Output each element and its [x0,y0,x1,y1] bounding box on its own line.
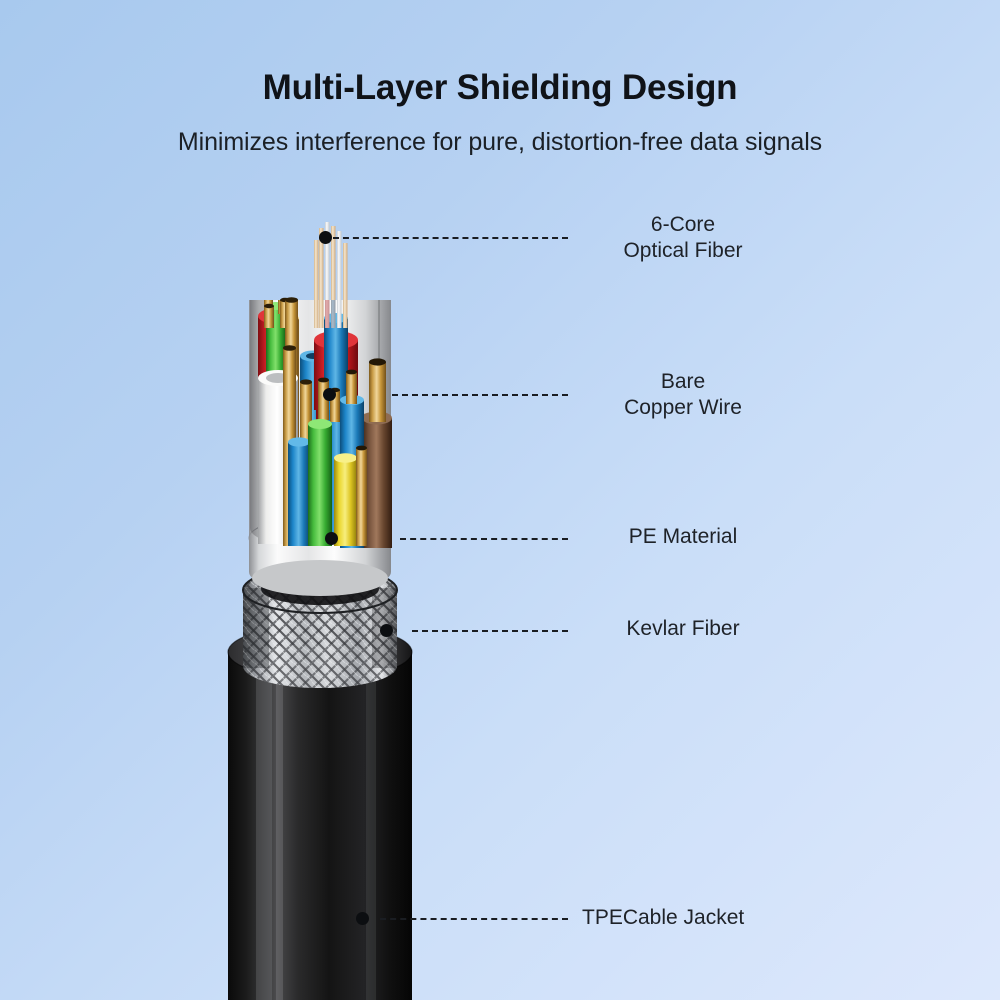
wire-green-front-lower [308,419,332,546]
callout-dot-pe-material [325,532,338,545]
callout-leader-optical-fiber [333,237,568,239]
wire-blue-front-lower [288,437,310,546]
callout-label-optical-fiber: 6-Core Optical Fiber [623,213,743,262]
callout-dot-copper-wire [323,388,336,401]
page-title: Multi-Layer Shielding Design [262,68,738,107]
page-subtitle: Minimizes interference for pure, distort… [177,128,823,156]
callout-leader-copper-wire [392,394,568,396]
callout-leader-tpe-jacket [380,918,568,920]
wire-yellow-front-lower [334,453,357,546]
callout-leader-pe-material [400,538,568,540]
callout-leader-kevlar-fiber [412,630,568,632]
exposed-wire-fan [258,222,392,548]
callout-label-kevlar-fiber: Kevlar Fiber [626,617,740,640]
callout-dot-tpe-jacket [356,912,369,925]
optical-fiber-strands [314,222,348,328]
callout-dot-optical-fiber [319,231,332,244]
callout-label-pe-material: PE Material [628,525,738,548]
callout-dot-kevlar-fiber [380,624,393,637]
bare-copper-pin-front-lower [356,445,367,546]
callout-label-copper-wire: Bare Copper Wire [624,370,742,419]
callout-label-tpe-jacket: TPECable Jacket [582,906,745,929]
